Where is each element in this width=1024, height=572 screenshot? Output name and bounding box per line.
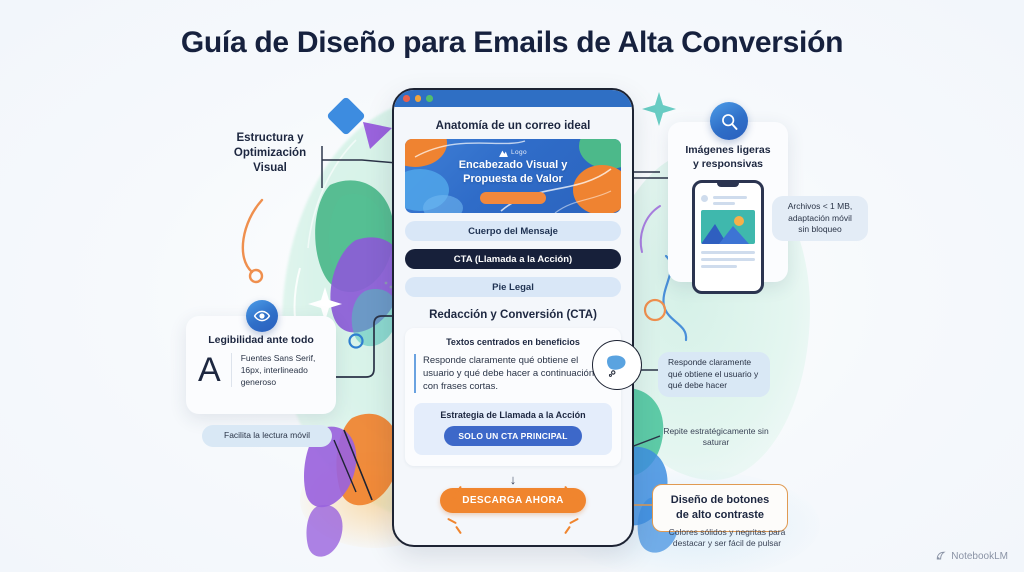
banner-heading-line1: Encabezado Visual y: [458, 159, 568, 172]
images-title-line2: y responsivas: [692, 157, 764, 170]
mini-phone-illustration: [692, 179, 764, 294]
speech-bubble-icon: [607, 355, 626, 377]
maximize-dot-icon[interactable]: [426, 95, 433, 102]
watermark-label: NotebookLM: [951, 550, 1008, 562]
copy-note-pill: Responde claramente qué obtiene el usuar…: [658, 352, 770, 398]
cta-strategy-heading: Estrategia de Llamada a la Acción: [440, 410, 586, 421]
images-note-pill: Archivos < 1 MB, adaptación móvil sin bl…: [772, 196, 868, 242]
magnifier-icon: [721, 113, 737, 130]
legibility-caption-pill: Facilita la lectura móvil: [202, 425, 332, 447]
notebooklm-logo-icon: [937, 551, 946, 560]
phone-notch-icon: [717, 182, 739, 187]
banner-logo: Logo: [498, 148, 528, 158]
repeat-note-caption: Repite estratégicamente sin saturar: [663, 426, 769, 448]
email-row-cta[interactable]: CTA (Llamada a la Acción): [405, 249, 621, 269]
minimize-dot-icon[interactable]: [414, 95, 421, 102]
close-dot-icon[interactable]: [403, 95, 410, 102]
speech-bubble-icon-badge: [592, 340, 642, 390]
banner-cta-placeholder[interactable]: [480, 191, 546, 204]
legibility-sample-letter: A: [198, 353, 232, 388]
download-now-button[interactable]: DESCARGA AHORA: [440, 488, 586, 514]
window-titlebar: [394, 90, 632, 107]
copy-card: Textos centrados en beneficios Responde …: [405, 328, 621, 467]
buttons-title-line1: Diseño de botones: [670, 494, 770, 506]
copy-card-heading: Textos centrados en beneficios: [446, 337, 580, 347]
phone-avatar-placeholder: [701, 194, 708, 202]
legibility-detail: Fuentes Sans Serif, 16px, interlineado g…: [240, 353, 316, 388]
download-button-wrap: DESCARGA AHORA: [405, 486, 621, 535]
callout-structure-label: Estructura y Optimización Visual: [233, 132, 307, 175]
banner-logo-label: Logo: [510, 149, 528, 157]
email-row-footer: Pie Legal: [405, 277, 621, 297]
buttons-caption-line1: Colores sólidos y negritas para: [668, 527, 786, 537]
images-title-line1: Imágenes ligeras: [685, 144, 771, 156]
legibility-title: Legibilidad ante todo: [208, 334, 314, 346]
blue-diamond-shape: [326, 96, 366, 136]
phone-image-placeholder: [701, 209, 755, 244]
email-banner: Logo Encabezado Visual y Propuesta de Va…: [405, 139, 621, 213]
magnifier-icon-badge: [710, 102, 748, 140]
cta-strategy-box: Estrategia de Llamada a la Acción SOLO U…: [414, 403, 612, 456]
primary-cta-button[interactable]: SOLO UN CTA PRINCIPAL: [444, 426, 582, 447]
buttons-design-card: Diseño de botones de alto contraste: [652, 484, 788, 532]
eye-icon-badge: [246, 300, 278, 332]
buttons-caption-line2: destacar y ser fácil de pulsar: [672, 538, 782, 549]
notebooklm-watermark: NotebookLM: [935, 550, 1008, 562]
email-row-body: Cuerpo del Mensaje: [405, 221, 621, 241]
down-arrow-icon: ↓: [509, 472, 517, 488]
section-title-anatomy: Anatomía de un correo ideal: [435, 120, 591, 132]
logo-mark-icon: [498, 150, 508, 158]
banner-heading-line2: Propuesta de Valor: [463, 173, 563, 185]
page-title: Guía de Diseño para Emails de Alta Conve…: [180, 26, 844, 59]
email-mockup-window: Anatomía de un correo ideal Logo Encabez…: [392, 88, 634, 547]
images-card: Imágenes ligeras y responsivas: [668, 122, 788, 294]
eye-icon: [253, 310, 271, 322]
buttons-title-line2: de alto contraste: [675, 508, 765, 521]
section-title-copy: Redacción y Conversión (CTA): [429, 309, 597, 321]
copy-card-quote: Responde claramente qué obtiene el usuar…: [414, 354, 612, 394]
buttons-caption: Colores sólidos y negritas para destacar…: [634, 527, 820, 550]
